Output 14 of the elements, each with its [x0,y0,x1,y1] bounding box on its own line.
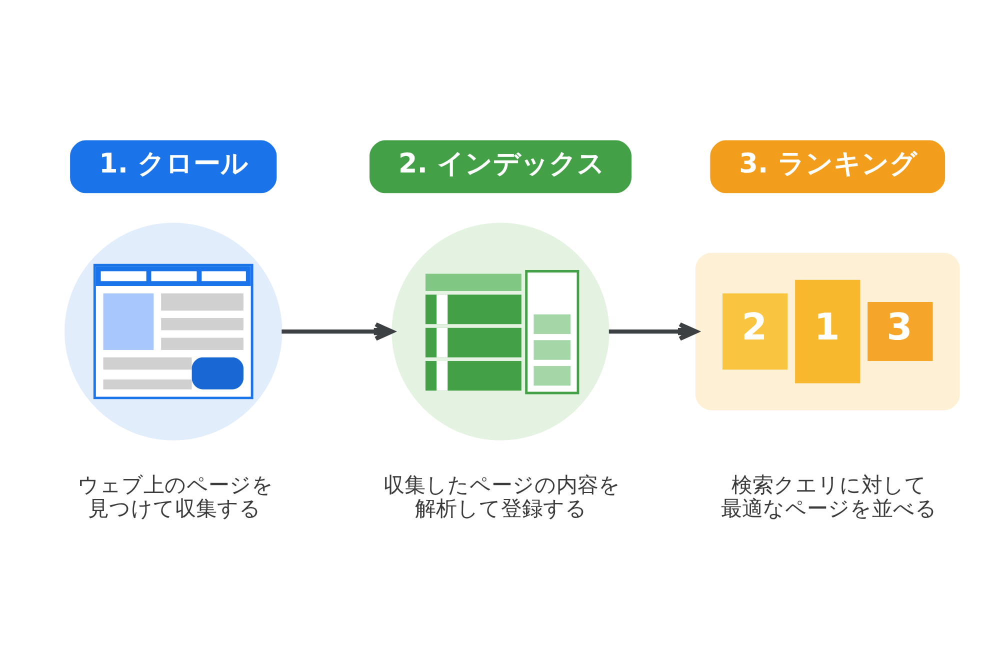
node-label: ウェブ上のページを見つけて収集する [76,472,273,520]
arrow [608,322,698,340]
node-box: 2. インデックス [369,140,631,193]
node-box: 3. ランキング [710,140,945,193]
arrow [281,322,394,340]
node-box: 2 [722,292,788,370]
node-label: 検索クエリに対して最適なページを並べる [720,472,937,520]
node-picture [64,222,282,440]
node-box: 3 [867,302,932,361]
node-label: 収集したページの内容を解析して登録する [383,472,620,520]
node-picture [391,222,609,440]
cluster [694,252,960,410]
node-box: 1. クロール [70,140,276,193]
node-box: 1 [794,279,860,383]
